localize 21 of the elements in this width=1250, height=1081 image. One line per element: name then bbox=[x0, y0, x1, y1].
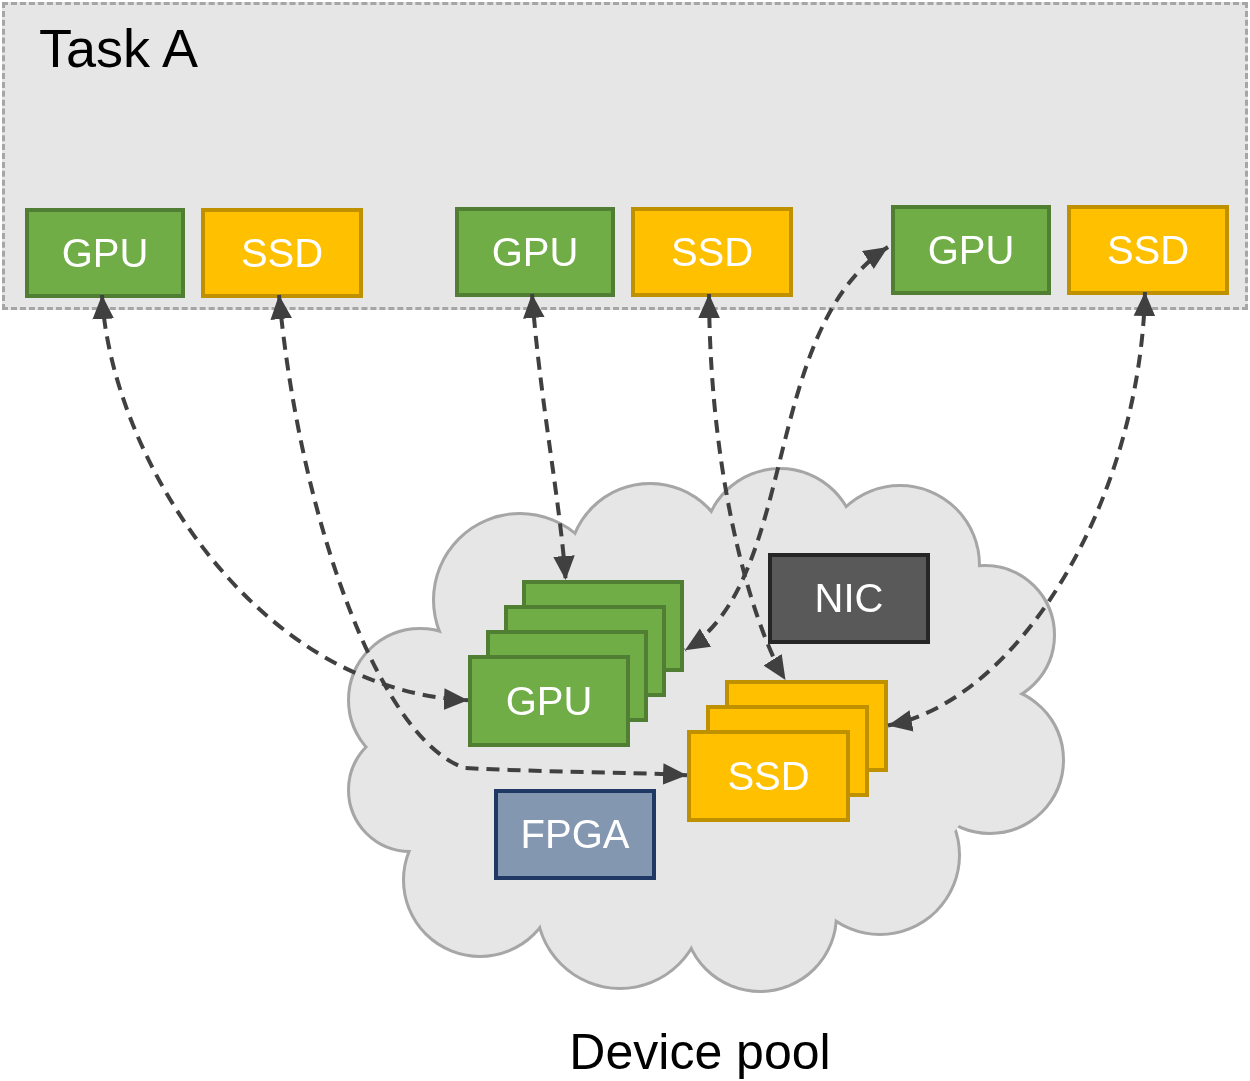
dashed-arrow bbox=[94, 294, 469, 708]
device-label: GPU bbox=[505, 678, 593, 724]
device-label: GPU bbox=[491, 229, 579, 275]
pool-caption: Device pool bbox=[568, 1023, 832, 1081]
device-label: SSD bbox=[670, 229, 754, 275]
dashed-arrow bbox=[887, 291, 1155, 729]
device-label: GPU bbox=[927, 227, 1015, 273]
gpu-card-stack bbox=[468, 580, 685, 747]
dashed-arrow bbox=[271, 294, 688, 785]
device-label: SSD bbox=[727, 753, 810, 799]
device-label: NIC bbox=[814, 576, 884, 621]
dashed-arrow bbox=[523, 293, 575, 581]
device-label: GPU bbox=[61, 230, 149, 276]
task-title: Task A bbox=[39, 17, 199, 79]
ssd-card-stack bbox=[687, 680, 888, 822]
dashed-arrow bbox=[698, 293, 788, 681]
task-panel bbox=[2, 2, 1248, 310]
device-label: SSD bbox=[1106, 227, 1190, 273]
device-label: SSD bbox=[240, 230, 324, 276]
dashed-arrow bbox=[683, 245, 890, 652]
device-label: FPGA bbox=[520, 812, 630, 857]
